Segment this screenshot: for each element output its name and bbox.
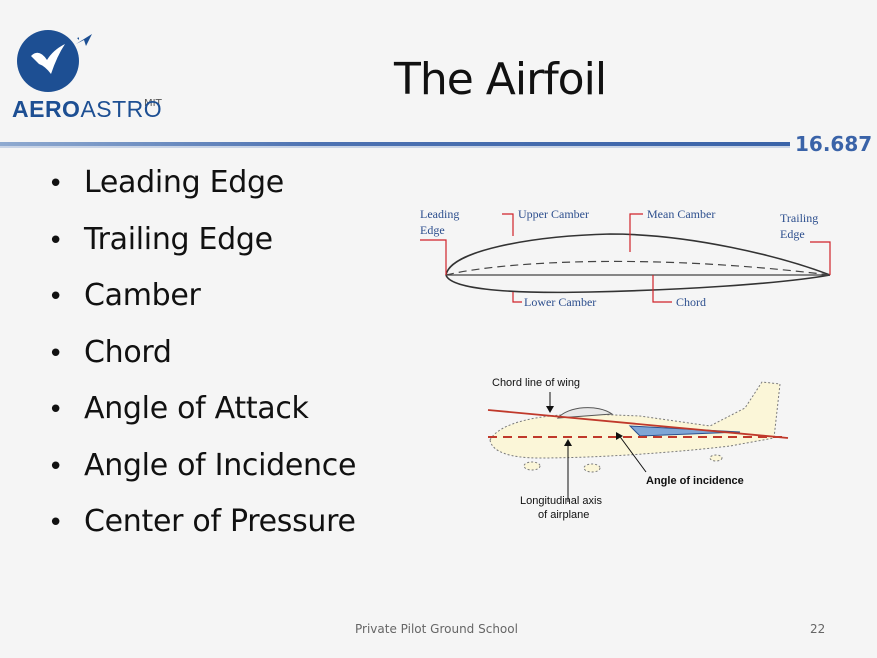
bullet-dot-icon: • — [48, 225, 64, 256]
header-rule — [0, 142, 790, 146]
bullet-text: Trailing Edge — [84, 221, 273, 257]
bullet-text: Chord — [84, 334, 172, 370]
slide-title: The Airfoil — [393, 54, 607, 105]
bullet-item: • Center of Pressure — [48, 501, 356, 558]
bullet-dot-icon: • — [48, 508, 64, 538]
label-angle-incidence: Angle of incidence — [646, 475, 744, 487]
bullet-text: Angle of Incidence — [84, 447, 357, 483]
logo-wordmark: AEROASTRO — [12, 96, 162, 123]
bullet-item: • Trailing Edge — [48, 219, 356, 276]
bullet-item: • Camber — [48, 275, 356, 332]
upper-surface — [445, 233, 831, 276]
footer-text: Private Pilot Ground School — [355, 622, 518, 636]
mean-camber-line — [445, 260, 831, 276]
chord-line-of-wing — [487, 409, 789, 439]
label-long-axis-2: of airplane — [538, 509, 589, 521]
aeroastro-logo: MIT AEROASTRO — [10, 20, 170, 130]
bullet-dot-icon: • — [48, 169, 64, 199]
label-trailing-1: Trailing — [780, 211, 818, 225]
logo-aero: AERO — [12, 96, 81, 122]
bullet-dot-icon: • — [48, 395, 64, 425]
fuselage — [489, 381, 781, 459]
bullet-text: Angle of Attack — [84, 391, 309, 426]
logo-astro: ASTRO — [80, 96, 163, 122]
label-leading-2: Edge — [420, 223, 445, 237]
lower-surface — [445, 274, 831, 294]
label-mean-camber: Mean Camber — [647, 207, 715, 221]
airplane-incidence-diagram: Chord line of wing Angle of incidence Lo… — [480, 366, 800, 536]
bullet-dot-icon: • — [48, 338, 64, 369]
label-upper-camber: Upper Camber — [518, 207, 589, 221]
label-chord-line: Chord line of wing — [492, 377, 580, 389]
label-lower-camber: Lower Camber — [524, 295, 596, 309]
logo-mit-label: MIT — [144, 98, 162, 109]
bullet-list: • Leading Edge • Trailing Edge • Camber • Ch… — [48, 162, 356, 558]
logo-arrow-icon — [76, 34, 92, 46]
label-chord: Chord — [676, 295, 706, 309]
bullet-dot-icon: • — [48, 451, 64, 482]
bullet-item: • Chord — [48, 332, 356, 389]
bullet-item: • Angle of Attack — [48, 388, 356, 445]
bullet-text: Camber — [84, 278, 201, 313]
page-number: 22 — [810, 622, 826, 636]
course-number: 16.687 — [795, 132, 873, 156]
bullet-text: Center of Pressure — [84, 504, 356, 539]
bullet-text: Leading Edge — [84, 165, 284, 200]
label-long-axis-1: Longitudinal axis — [520, 495, 602, 507]
label-trailing-2: Edge — [780, 227, 805, 241]
bullet-item: • Leading Edge — [48, 162, 356, 219]
bullet-item: • Angle of Incidence — [48, 445, 356, 502]
header-rule-shadow — [0, 146, 790, 148]
canopy — [556, 407, 614, 419]
label-leading-1: Leading — [420, 207, 459, 221]
bullet-dot-icon: • — [48, 282, 64, 312]
airfoil-diagram: Leading Edge Upper Camber Mean Camber Tr… — [410, 196, 850, 326]
logo-swoosh-icon — [31, 34, 89, 74]
logo-circle-icon — [17, 30, 89, 92]
